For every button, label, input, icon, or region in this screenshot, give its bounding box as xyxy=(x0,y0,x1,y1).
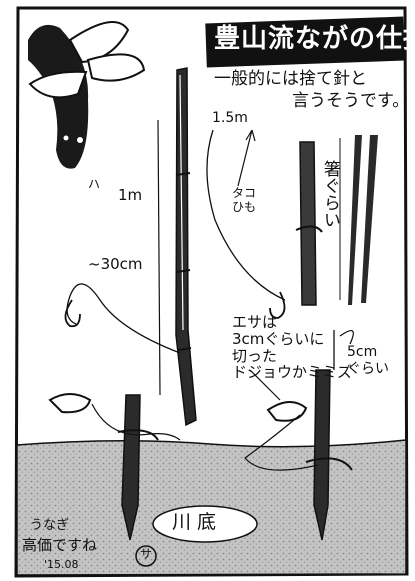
depth-label: 5cm ぐらい xyxy=(347,344,389,378)
chopsticks-label: 箸ぐらい xyxy=(320,160,338,228)
chopsticks-icon xyxy=(340,135,378,305)
fishing-line xyxy=(67,284,180,353)
string-type-label: タコ ひも xyxy=(232,186,256,215)
pole-length-label: 1m xyxy=(118,188,142,204)
pole-dimension-line xyxy=(158,120,160,395)
bamboo-pole-icon xyxy=(176,68,196,425)
signature-mark: サ xyxy=(140,548,152,561)
eel-icon xyxy=(28,22,144,169)
bait-bag-left-icon xyxy=(50,394,90,412)
pointer-arrow xyxy=(238,130,255,186)
date-label: '15.08 xyxy=(44,559,79,571)
footer-line-2: 高価ですね xyxy=(22,538,97,554)
note-line-1: 一般的には捨て針と xyxy=(214,71,367,89)
fish-mark: ハ xyxy=(88,178,100,191)
string-length-label: 1.5m xyxy=(212,111,248,126)
line-length-label: ~30cm xyxy=(88,257,143,273)
note-line-2: 言うそうです。 xyxy=(292,93,409,111)
footer-line-1: うなぎ xyxy=(30,519,69,533)
bait-bag-right-icon xyxy=(268,402,306,421)
bait-label: エサは 3cmぐらいに 切った ドジョウかミミズ xyxy=(232,314,352,381)
short-pole-icon xyxy=(296,142,322,305)
page-title: 豊山流ながの仕掛 xyxy=(214,26,415,53)
riverbed-label: 川底 xyxy=(172,513,222,533)
